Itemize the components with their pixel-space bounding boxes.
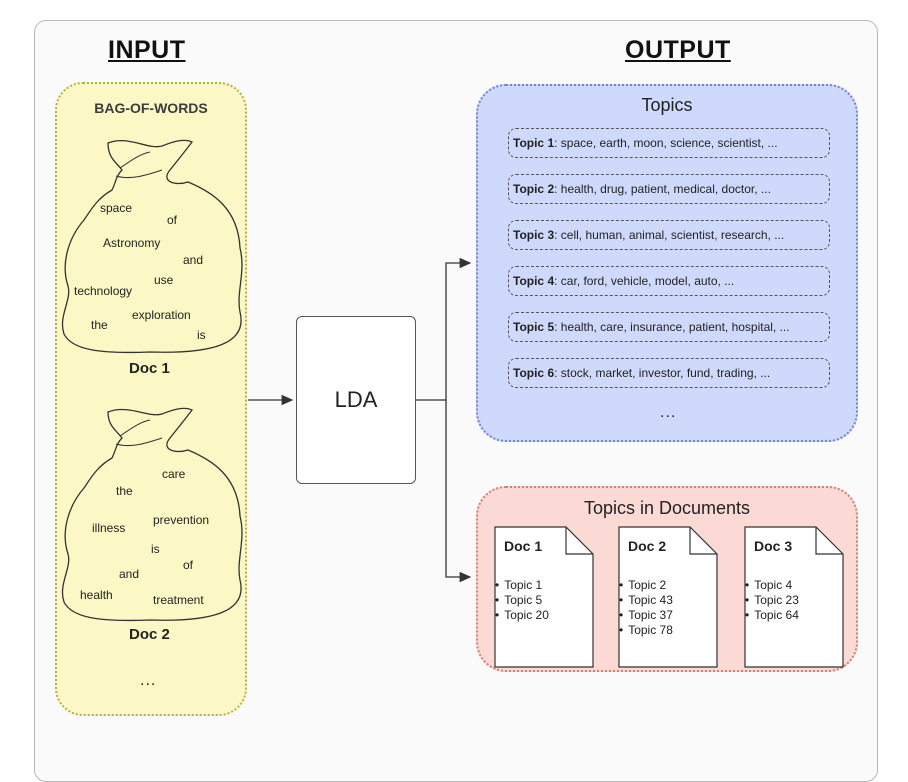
topic-words: : space, earth, moon, science, scientist…	[554, 136, 778, 150]
bag-word: and	[183, 253, 204, 267]
document-topic: Topic 20	[494, 608, 549, 623]
topic-label: Topic 2	[513, 182, 555, 196]
bag-word: prevention	[153, 513, 210, 527]
document-card: Doc 1 Topic 1 Topic 5 Topic 20	[494, 526, 594, 668]
document-topic: Topic 43	[618, 593, 673, 608]
document-topic-list: Topic 4 Topic 23 Topic 64	[744, 578, 799, 623]
lda-box: LDA	[296, 316, 416, 484]
bag-word: treatment	[153, 593, 204, 607]
bag-icon	[61, 407, 243, 622]
document-topic: Topic 37	[618, 608, 673, 623]
topics-ellipsis: ...	[660, 404, 677, 421]
document-title: Doc 3	[754, 538, 793, 554]
bag-word: of	[183, 558, 194, 572]
bag-word: technology	[74, 284, 133, 298]
output-heading: OUTPUT	[625, 36, 731, 64]
bag-icon	[61, 139, 243, 354]
document-card: Doc 3 Topic 4 Topic 23 Topic 64	[744, 526, 844, 668]
bag-word: exploration	[132, 308, 191, 322]
document-topic-list: Topic 2 Topic 43 Topic 37 Topic 78	[618, 578, 673, 638]
doc-label: Doc 1	[129, 360, 170, 377]
document-card: Doc 2 Topic 2 Topic 43 Topic 37 Topic 78	[618, 526, 718, 668]
document-title: Doc 1	[504, 538, 543, 554]
document-topic: Topic 1	[494, 578, 549, 593]
bag-of-words-title: BAG-OF-WORDS	[94, 100, 208, 116]
bag-word: health	[80, 588, 113, 602]
topics-in-documents-panel: Topics in Documents Doc 1 Topic 1 Topic …	[476, 486, 858, 672]
topic-words: : health, care, insurance, patient, hosp…	[554, 320, 790, 334]
bag-word: use	[154, 273, 174, 287]
bag-word: care	[162, 467, 186, 481]
bag-word: of	[167, 213, 178, 227]
document-title: Doc 2	[628, 538, 667, 554]
topic-label: Topic 4	[513, 274, 555, 288]
document-topic: Topic 78	[618, 623, 673, 638]
topic-label: Topic 5	[513, 320, 555, 334]
bag-word: is	[197, 328, 206, 342]
topic-words: : stock, market, investor, fund, trading…	[554, 366, 771, 380]
bag-word: the	[91, 318, 108, 332]
input-heading: INPUT	[108, 36, 186, 64]
topic-label: Topic 3	[513, 228, 555, 242]
bag-word: space	[100, 201, 133, 215]
bag-word: illness	[92, 521, 126, 535]
topic-label: Topic 1	[513, 136, 555, 150]
bag-of-words-panel: BAG-OF-WORDS	[55, 82, 247, 716]
topic-words: : cell, human, animal, scientist, resear…	[554, 228, 785, 242]
topic-words: : car, ford, vehicle, model, auto, ...	[554, 274, 735, 288]
topics-in-documents-title: Topics in Documents	[583, 498, 751, 518]
document-topic: Topic 4	[744, 578, 799, 593]
topic-label: Topic 6	[513, 366, 555, 380]
document-topic: Topic 23	[744, 593, 799, 608]
bag-word: is	[151, 542, 160, 556]
topic-row: Topic 5: health, care, insurance, patien…	[508, 312, 830, 342]
topics-panel: Topics Topic 1: space, earth, moon, scie…	[476, 84, 858, 442]
document-topic: Topic 5	[494, 593, 549, 608]
document-topic: Topic 64	[744, 608, 799, 623]
bag-ellipsis: ...	[140, 672, 157, 689]
document-topic: Topic 2	[618, 578, 673, 593]
lda-label: LDA	[334, 387, 378, 412]
topics-arrow	[416, 257, 472, 401]
topic-row: Topic 2: health, drug, patient, medical,…	[508, 174, 830, 204]
documents-arrow	[445, 400, 472, 583]
topic-row: Topic 1: space, earth, moon, science, sc…	[508, 128, 830, 158]
topic-row: Topic 3: cell, human, animal, scientist,…	[508, 220, 830, 250]
topic-words: : health, drug, patient, medical, doctor…	[554, 182, 771, 196]
topic-row: Topic 6: stock, market, investor, fund, …	[508, 358, 830, 388]
document-topic-list: Topic 1 Topic 5 Topic 20	[494, 578, 549, 623]
doc-label: Doc 2	[129, 626, 170, 643]
bag-word: Astronomy	[103, 236, 161, 250]
bag-word: the	[116, 484, 133, 498]
bag-word: and	[119, 567, 140, 581]
topics-title: Topics	[641, 95, 693, 115]
connectors-layer	[61, 139, 472, 622]
topic-row: Topic 4: car, ford, vehicle, model, auto…	[508, 266, 830, 296]
